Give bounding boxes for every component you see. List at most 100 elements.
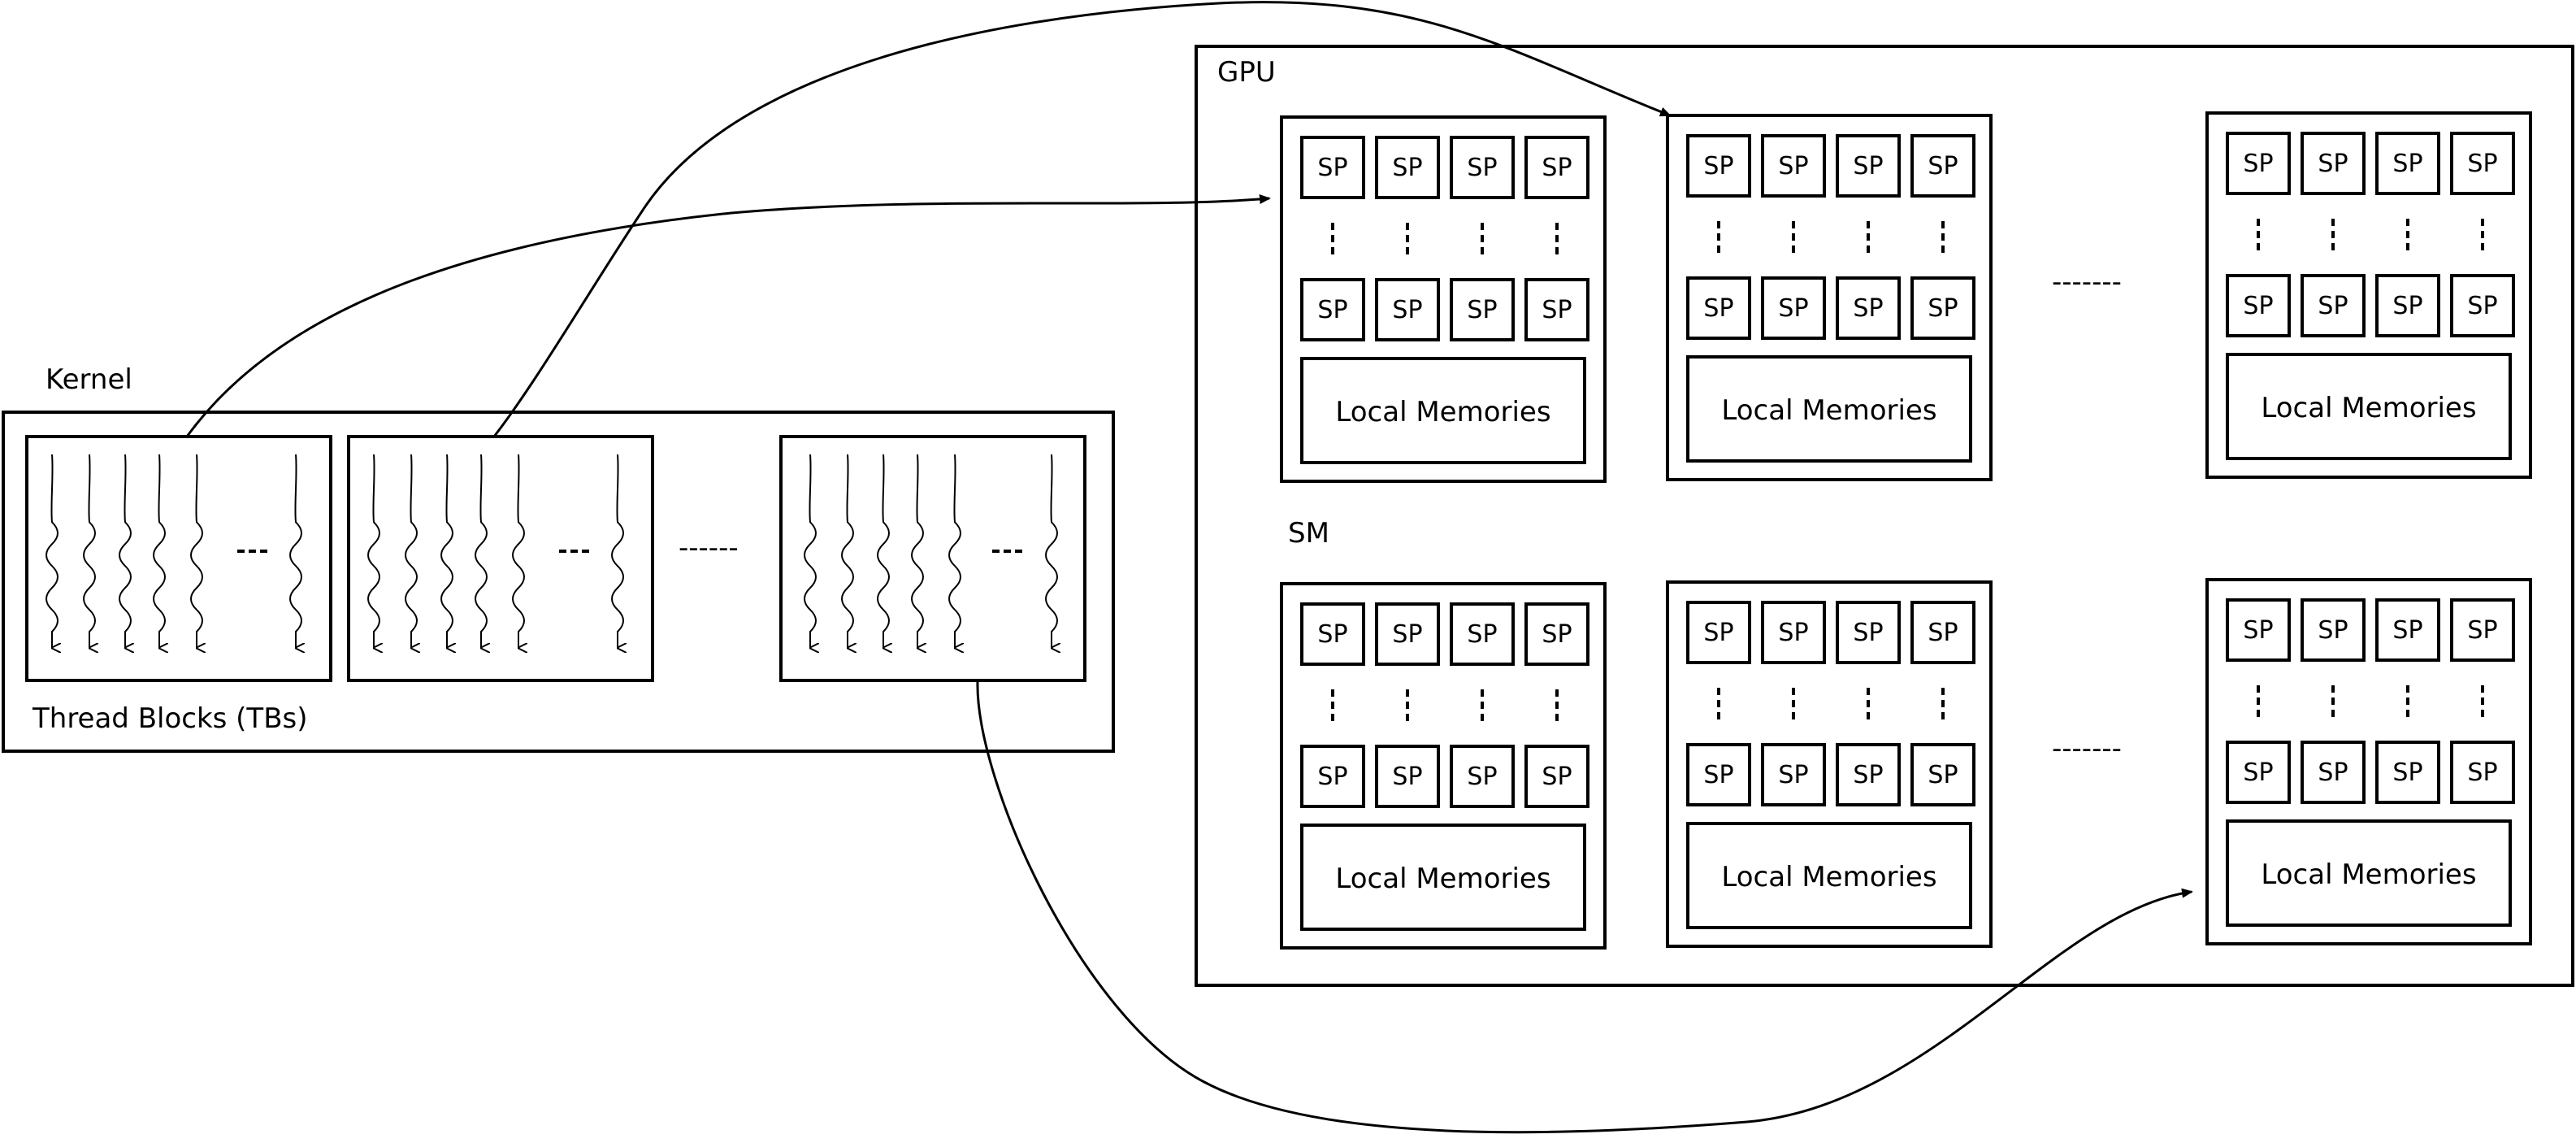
sp-label: SP: [2467, 150, 2497, 178]
thread-arrow: [804, 454, 816, 648]
thread-block-box: [25, 435, 332, 682]
gpu-box: [1195, 45, 2574, 987]
sp-box: [2226, 132, 2291, 195]
sp-box: [1524, 602, 1589, 666]
thread-block: [779, 435, 1086, 682]
sp-label: SP: [1317, 763, 1347, 791]
thread-arrow: [190, 454, 202, 648]
sp-box: [1375, 602, 1440, 666]
sp-box: [1450, 602, 1515, 666]
sp-box: [1375, 136, 1440, 199]
sm-box: [1280, 582, 1607, 950]
sp-box: [1910, 276, 1975, 340]
sp-label: SP: [1542, 620, 1572, 649]
sm-box: [2205, 578, 2532, 945]
kernel-box: [2, 411, 1115, 753]
arrow-tb1-to-sm1: [185, 194, 1271, 437]
local-memory-label: Local Memories: [1335, 396, 1550, 428]
sp-label: SP: [1853, 294, 1883, 323]
sp-box: [2301, 132, 2366, 195]
sp-box: [1686, 743, 1751, 806]
sp-box: [1910, 743, 1975, 806]
sp-label: SP: [2467, 292, 2497, 320]
kernel-label: Kernel: [46, 363, 132, 396]
thread-arrow: [611, 454, 623, 648]
sp-label: SP: [1853, 619, 1883, 647]
local-memory-box: [1686, 355, 1972, 463]
local-memory-box: [1300, 824, 1586, 931]
thread-block: [25, 435, 332, 682]
thread-block: [347, 435, 654, 682]
mapping-arrows: [185, 1, 2193, 1134]
sp-label: SP: [1703, 619, 1733, 647]
arrow-tb2-to-sm2: [492, 1, 1672, 437]
sp-box: [2450, 598, 2515, 662]
sp-box: [1450, 745, 1515, 808]
thread-arrow: [367, 454, 379, 648]
local-memory-label: Local Memories: [1335, 863, 1550, 895]
sp-label: SP: [2392, 150, 2422, 178]
sp-label: SP: [2318, 150, 2348, 178]
local-memory-box: [1300, 357, 1586, 464]
sp-label: SP: [2467, 616, 2497, 645]
sp-label: SP: [1703, 761, 1733, 789]
local-memory-box: [2226, 819, 2512, 927]
sp-label: SP: [1467, 763, 1497, 791]
sm-row-ellipsis-top: -------: [2052, 266, 2122, 298]
sp-label: SP: [1928, 761, 1958, 789]
sp-label: SP: [1703, 294, 1733, 323]
sp-label: SP: [1778, 152, 1808, 180]
sp-label: SP: [1542, 296, 1572, 324]
thread-arrow: [475, 454, 487, 648]
thread-arrow: [877, 454, 889, 648]
thread-arrow: [911, 454, 923, 648]
sp-box: [2375, 132, 2440, 195]
sp-label: SP: [2243, 758, 2273, 787]
sp-box: [2375, 274, 2440, 337]
sp-box: [2450, 132, 2515, 195]
sp-box: [1761, 276, 1826, 340]
sp-label: SP: [1778, 619, 1808, 647]
local-memory-label: Local Memories: [1721, 394, 1936, 427]
local-memory-label: Local Memories: [1721, 861, 1936, 893]
sp-label: SP: [1467, 296, 1497, 324]
sp-box: [1836, 743, 1901, 806]
arrow-tb3-to-sm6: [976, 680, 2193, 1134]
sp-box: [1450, 278, 1515, 341]
sp-box: [1761, 134, 1826, 198]
sp-label: SP: [1392, 620, 1422, 649]
thread-arrow: [948, 454, 961, 648]
sp-box: [2375, 741, 2440, 804]
sm-label: SM: [1288, 517, 1329, 550]
thread-arrow: [512, 454, 524, 648]
thread-arrow: [405, 454, 417, 648]
sm-box: [1666, 114, 1993, 481]
sp-label: SP: [1392, 154, 1422, 182]
sp-box: [2226, 741, 2291, 804]
thread-arrow: [289, 454, 301, 648]
sm-row-ellipsis-bottom: -------: [2052, 732, 2122, 765]
sp-label: SP: [1778, 761, 1808, 789]
sm-box: [1666, 580, 1993, 948]
sp-box: [1524, 136, 1589, 199]
sp-label: SP: [2243, 292, 2273, 320]
sm-box: [1280, 115, 1607, 483]
sp-box: [1524, 745, 1589, 808]
sp-box: [1524, 278, 1589, 341]
sp-label: SP: [2318, 758, 2348, 787]
sp-label: SP: [1392, 763, 1422, 791]
sp-label: SP: [1317, 154, 1347, 182]
sp-label: SP: [1853, 152, 1883, 180]
sp-box: [2301, 598, 2366, 662]
sp-box: [2301, 274, 2366, 337]
local-memory-label: Local Memories: [2261, 858, 2476, 891]
sp-label: SP: [1928, 619, 1958, 647]
sp-label: SP: [1703, 152, 1733, 180]
sp-label: SP: [2318, 292, 2348, 320]
sp-box: [1375, 745, 1440, 808]
